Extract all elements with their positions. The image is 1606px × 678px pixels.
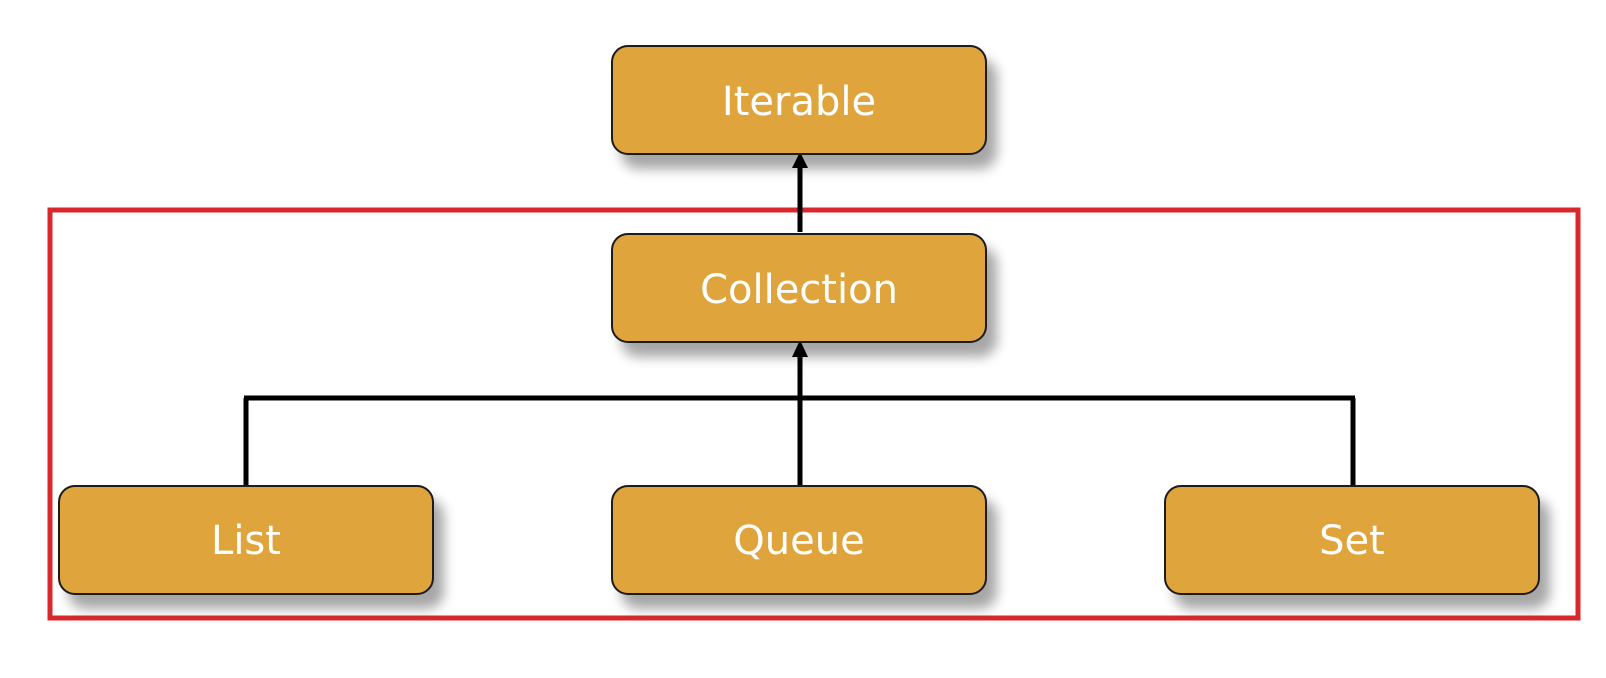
node-collection-label: Collection: [700, 267, 898, 313]
arrowhead-collection: [792, 340, 808, 357]
arrowhead-iterable: [792, 152, 808, 168]
node-iterable-label: Iterable: [722, 79, 876, 125]
node-queue-box: [611, 485, 987, 595]
node-list: List: [58, 485, 434, 595]
node-list-label: List: [211, 518, 281, 564]
node-iterable: Iterable: [611, 45, 987, 155]
node-queue-label: Queue: [733, 518, 864, 564]
node-list-box: [58, 485, 434, 595]
node-iterable-box: [611, 45, 987, 155]
node-queue: Queue: [611, 485, 987, 595]
highlight-frame: [47, 207, 1581, 621]
node-set: Set: [1164, 485, 1540, 595]
connectors: [243, 152, 1356, 486]
node-collection-box: [611, 233, 987, 343]
node-collection: Collection: [611, 233, 987, 343]
node-set-box: [1164, 485, 1540, 595]
node-set-label: Set: [1319, 518, 1385, 564]
